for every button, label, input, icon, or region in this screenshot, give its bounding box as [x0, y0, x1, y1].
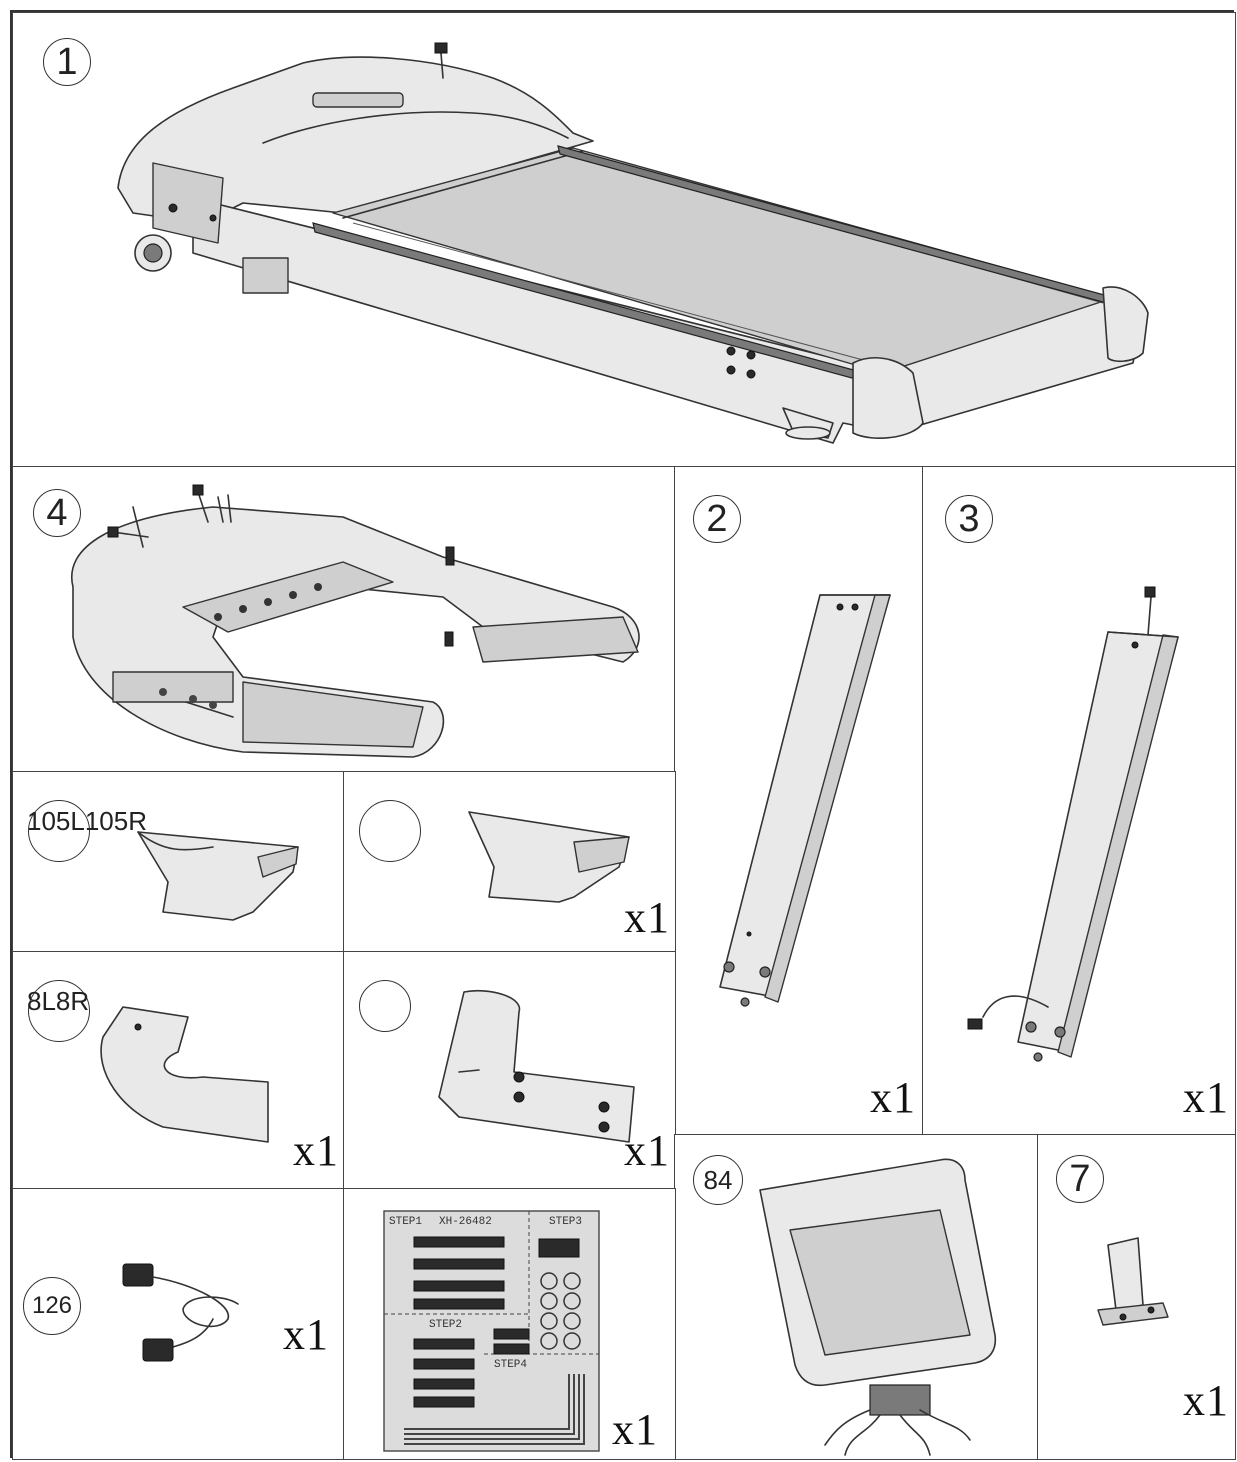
console-drawing	[759, 1158, 997, 1456]
part-105b-circle	[359, 800, 421, 862]
treadmill-deck-drawing	[117, 42, 1149, 444]
part-105b-cell: x1	[343, 771, 676, 953]
part-3-qty: x1	[1183, 1073, 1229, 1122]
power-cord-drawing	[122, 1263, 239, 1362]
console-frame-drawing	[70, 484, 640, 758]
hardware-step1: STEP1	[389, 1216, 422, 1228]
part-8-circle	[28, 980, 90, 1042]
hardware-title: XH-26482	[439, 1216, 492, 1228]
part-8-cell: 8L8R x1	[12, 951, 345, 1190]
part-4-number: 4	[33, 489, 81, 537]
part-126-cell: 126 x1	[12, 1188, 345, 1460]
part-8-qty: x1	[293, 1126, 339, 1175]
part-1-number: 1	[43, 38, 91, 86]
part-8-label: 8L8R	[27, 986, 90, 1016]
bracket-7-drawing	[1097, 1237, 1169, 1326]
upright-right-drawing	[967, 586, 1179, 1062]
cover-8b-drawing	[438, 989, 635, 1143]
part-105-circle	[28, 800, 90, 862]
part-8b-qty: x1	[624, 1126, 670, 1175]
part-1-cell: 1	[12, 12, 1236, 468]
part-4-cell: 4	[12, 466, 676, 773]
hardware-step3: STEP3	[549, 1216, 582, 1228]
part-126-qty: x1	[283, 1310, 329, 1359]
part-2-number: 2	[693, 495, 741, 543]
cover-8-drawing	[100, 1006, 269, 1143]
hardware-kit-cell: STEP1 XH-26482 STEP3 STEP2 STEP4	[343, 1188, 676, 1460]
part-105b-qty: x1	[624, 893, 670, 942]
parts-sheet: 1	[10, 10, 1236, 1460]
hardware-kit-drawing: STEP1 XH-26482 STEP3 STEP2 STEP4	[383, 1210, 600, 1452]
part-2-qty: x1	[870, 1073, 916, 1122]
part-84-number: 84	[693, 1155, 743, 1205]
part-7-qty: x1	[1183, 1376, 1229, 1425]
cover-105-drawing	[137, 831, 299, 921]
hardware-kit-qty: x1	[612, 1405, 658, 1454]
part-2-cell: 2 x1	[674, 466, 924, 1136]
part-7-number: 7	[1056, 1155, 1104, 1203]
part-7-cell: 7 x1	[1037, 1134, 1236, 1460]
hardware-step2: STEP2	[429, 1319, 462, 1331]
part-105-cell: 105L105R	[12, 771, 345, 953]
cover-105b-drawing	[468, 811, 630, 903]
part-8b-cell: x1	[343, 951, 676, 1190]
upright-left-drawing	[719, 594, 891, 1007]
part-126-number: 126	[23, 1277, 81, 1335]
part-105-label: 105L105R	[27, 806, 147, 836]
hardware-step4: STEP4	[494, 1359, 527, 1371]
part-8b-circle	[359, 980, 411, 1032]
part-3-number: 3	[945, 495, 993, 543]
part-3-cell: 3 x1	[922, 466, 1236, 1136]
part-84-cell: 84	[674, 1134, 1039, 1460]
